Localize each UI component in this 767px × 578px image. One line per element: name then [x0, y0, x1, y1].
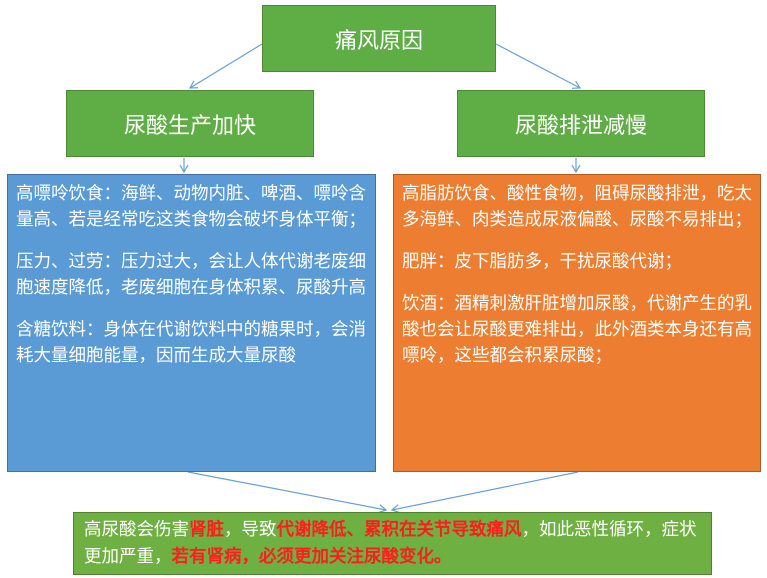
- production-title: 尿酸生产加快: [123, 113, 256, 139]
- production-item: 含糖饮料：身体在代谢饮料中的糖果时，会消耗大量细胞能量，因而生成大量尿酸: [16, 320, 366, 366]
- conclusion-node: 高尿酸会伤害肾脏，导致代谢降低、累积在关节导致痛风，如此恶性循环，症状更加严重，…: [73, 512, 712, 575]
- production-details-panel: 高嘌呤饮食：海鲜、动物内脏、啤酒、嘌呤含量高、若是经常吃这类食物会破坏身体平衡；…: [7, 174, 376, 472]
- arrow-right-panel-to-bottom: [390, 471, 579, 514]
- arrow-top-to-right: [495, 43, 582, 89]
- excretion-details-panel: 高脂肪饮食、酸性食物，阻碍尿酸排泄，吃太多海鲜、肉类造成尿液偏酸、尿酸不易排出；…: [393, 174, 761, 472]
- excretion-item: 饮酒：酒精刺激肝脏增加尿酸，代谢产生的乳酸也会让尿酸更难排出，此外酒类本身还有高…: [402, 294, 752, 366]
- conclusion-highlight: 代谢降低、累积在关节导致痛风: [276, 520, 522, 540]
- excretion-item: 高脂肪饮食、酸性食物，阻碍尿酸排泄，吃太多海鲜、肉类造成尿液偏酸、尿酸不易排出；: [402, 184, 752, 230]
- root-title: 痛风原因: [334, 28, 423, 54]
- arrow-top-to-left: [188, 43, 263, 89]
- production-item: 高嘌呤饮食：海鲜、动物内脏、啤酒、嘌呤含量高、若是经常吃这类食物会破坏身体平衡；: [16, 184, 366, 230]
- production-node: 尿酸生产加快: [66, 90, 314, 157]
- conclusion-highlight: 若有肾病，必须更加关注尿酸变化。: [171, 547, 452, 567]
- excretion-title: 尿酸排泄减慢: [514, 113, 647, 139]
- production-item: 压力、过劳：压力过大，会让人体代谢老废细胞速度降低，老废细胞在身体积累、尿酸升高: [16, 252, 366, 298]
- conclusion-text: ，如此恶性循环，症状更加严重，: [84, 520, 697, 567]
- root-node: 痛风原因: [262, 5, 496, 72]
- excretion-item: 肥胖：皮下脂肪多，干扰尿酸代谢；: [402, 252, 682, 272]
- arrow-left-panel-to-bottom: [187, 471, 388, 514]
- excretion-node: 尿酸排泄减慢: [457, 90, 705, 157]
- conclusion-highlight: 肾脏: [189, 520, 224, 540]
- conclusion-text: ，导致: [224, 520, 277, 540]
- conclusion-text: 高尿酸会伤害: [84, 520, 189, 540]
